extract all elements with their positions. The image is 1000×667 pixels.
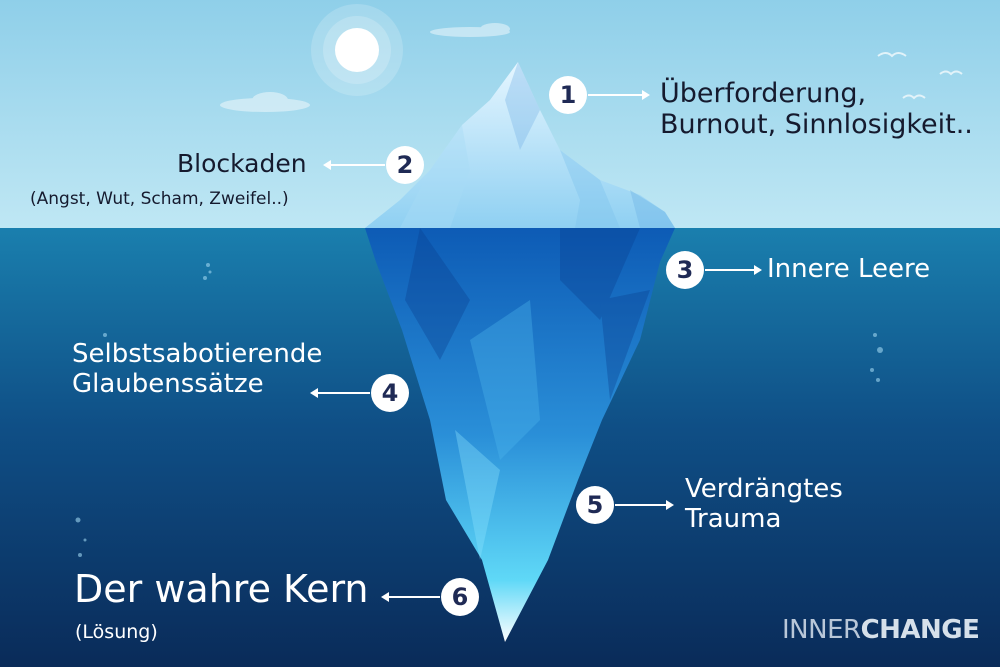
arrow-right-icon (615, 500, 674, 510)
label-2-title: Blockaden (177, 149, 307, 178)
marker-5: 5 (576, 486, 614, 524)
logo-part-2: CHANGE (860, 615, 980, 645)
arrow-right-icon (705, 265, 762, 275)
label-2-subtitle: (Angst, Wut, Scham, Zweifel..) (30, 189, 289, 209)
label-6-title: Der wahre Kern (74, 567, 369, 611)
label-4: Selbstsabotierende Glaubenssätze (72, 339, 323, 400)
marker-1: 1 (549, 76, 587, 114)
label-5-line-2: Trauma (685, 503, 782, 534)
sun-icon (335, 28, 379, 72)
label-5-line-1: Verdrängtes (685, 474, 843, 504)
arrow-left-icon (381, 592, 440, 602)
arrow-left-icon (323, 160, 385, 170)
arrow-right-icon (588, 90, 650, 100)
label-3: Innere Leere (767, 254, 931, 284)
logo: INNERCHANGE (782, 615, 980, 645)
label-1-line-2: Burnout, Sinnlosigkeit.. (660, 109, 973, 141)
iceberg-underwater (365, 228, 675, 642)
label-5: Verdrängtes Trauma (685, 474, 843, 535)
marker-6: 6 (441, 578, 479, 616)
marker-4: 4 (371, 374, 409, 412)
birds-icon (877, 52, 963, 100)
label-6-subtitle: (Lösung) (75, 621, 158, 643)
label-1: Überforderung, Burnout, Sinnlosigkeit.. (660, 78, 973, 140)
label-4-line-1: Selbstsabotierende (72, 339, 323, 369)
marker-2: 2 (386, 146, 424, 184)
marker-3: 3 (666, 251, 704, 289)
logo-part-1: INNER (782, 615, 861, 645)
cloud-icon (220, 23, 510, 112)
label-4-line-2: Glaubenssätze (72, 368, 264, 399)
label-1-line-1: Überforderung, (660, 78, 867, 109)
bubbles-icon (75, 263, 883, 557)
iceberg-tip (365, 62, 675, 228)
arrow-left-icon (310, 388, 370, 398)
